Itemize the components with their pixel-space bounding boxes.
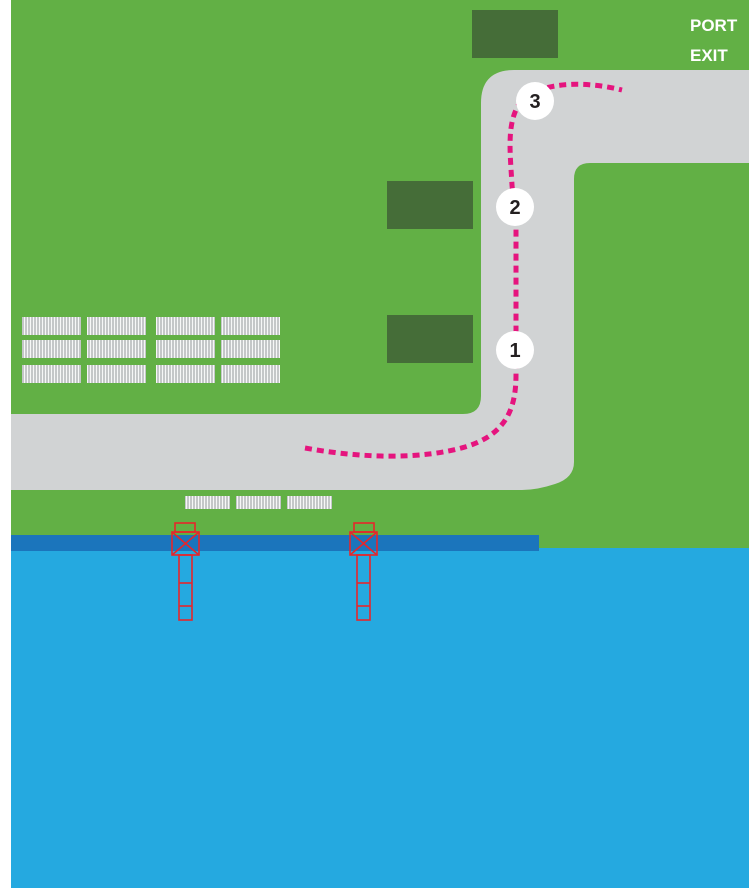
checkpoint-label: 2 (509, 197, 520, 219)
building (387, 181, 473, 229)
road (11, 70, 749, 490)
checkpoint-2: 2 (496, 188, 534, 226)
page-margin (0, 0, 11, 888)
container-stack-icon (87, 340, 146, 358)
quay-edge (11, 535, 539, 551)
building (387, 315, 473, 363)
checkpoint-3: 3 (516, 82, 554, 120)
container-stack-icon (236, 496, 281, 509)
container-stack-icon (221, 340, 280, 358)
container-stack-icon (87, 317, 146, 335)
exit-route (304, 81, 623, 459)
numbered-circle-icon (496, 331, 534, 369)
container-stack-icon (156, 365, 215, 383)
gantry-crane-icon (349, 522, 378, 621)
numbered-circle-icon (516, 82, 554, 120)
building (472, 10, 558, 58)
container-stack-icon (221, 317, 280, 335)
gantry-crane-icon (171, 522, 200, 621)
container-stack-icon (22, 317, 81, 335)
container-stack-icon (87, 365, 146, 383)
container-stack-icon (287, 496, 332, 509)
container-stack-icon (185, 496, 230, 509)
container-stack-icon (156, 317, 215, 335)
exit-label-line2: EXIT (690, 46, 728, 65)
checkpoint-label: 3 (529, 91, 540, 113)
water-area (11, 548, 749, 888)
numbered-circle-icon (496, 188, 534, 226)
container-stack-icon (22, 365, 81, 383)
container-stack-icon (22, 340, 81, 358)
container-stack-icon (156, 340, 215, 358)
checkpoint-1: 1 (496, 331, 534, 369)
container-stack-icon (221, 365, 280, 383)
exit-label-line1: PORT (690, 16, 738, 35)
checkpoint-label: 1 (509, 340, 520, 362)
container-yard (22, 317, 332, 509)
